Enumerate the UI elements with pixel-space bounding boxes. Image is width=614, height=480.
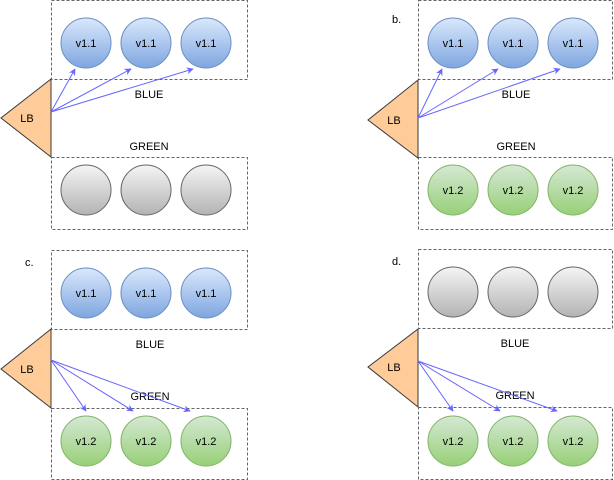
node-version-label: v1.1 (136, 38, 157, 50)
green-env-node-2 (487, 164, 539, 216)
traffic-arrow-2 (50, 68, 132, 113)
node-version-label: v1.1 (136, 288, 157, 300)
green-env-node-3 (180, 164, 232, 216)
traffic-arrow-2 (50, 359, 134, 412)
blue-env-node-3 (547, 266, 599, 318)
load-balancer-shape (0, 77, 52, 159)
blue-env-node-3 (180, 17, 232, 69)
node-version-label: v1.1 (196, 288, 217, 300)
traffic-arrow-3 (417, 360, 558, 413)
blue-environment-label: BLUE (502, 89, 531, 101)
blue-env-node-1 (60, 17, 112, 69)
node-version-label: v1.1 (76, 288, 97, 300)
green-env-node-3 (547, 415, 599, 467)
node-version-label: v1.1 (76, 38, 97, 50)
green-environment-label: GREEN (129, 141, 168, 153)
blue-environment-label: BLUE (136, 339, 165, 351)
load-balancer-label: LB (387, 362, 400, 374)
blue-env-node-2 (487, 17, 539, 69)
blue-env-node-1 (60, 267, 112, 319)
panel-label: c. (25, 257, 34, 269)
node-version-label: v1.1 (503, 38, 524, 50)
blue-environment-box (51, 250, 248, 330)
load-balancer-shape (367, 327, 419, 409)
node-version-label: v1.2 (443, 436, 464, 448)
traffic-arrow-1 (50, 359, 87, 412)
load-balancer-label: LB (20, 113, 33, 125)
node-version-label: v1.2 (136, 436, 157, 448)
traffic-arrow-1 (50, 68, 76, 113)
blue-environment-label: BLUE (501, 338, 530, 350)
green-env-node-3 (180, 415, 232, 467)
panel-label: d. (392, 256, 401, 268)
node-version-label: v1.2 (563, 185, 584, 197)
traffic-arrow-1 (417, 360, 454, 412)
green-env-node-2 (120, 415, 172, 467)
node-version-label: v1.2 (563, 436, 584, 448)
load-balancer-label: LB (20, 364, 33, 376)
load-balancer-label: LB (387, 115, 400, 127)
green-env-node-1 (427, 164, 479, 216)
green-env-node-2 (487, 415, 539, 467)
node-version-label: v1.2 (503, 436, 524, 448)
load-balancer-shape (0, 327, 52, 410)
green-env-node-2 (120, 164, 172, 216)
green-env-node-1 (427, 415, 479, 467)
blue-env-node-2 (120, 17, 172, 69)
green-env-node-1 (60, 164, 112, 216)
blue-environment-box (418, 249, 613, 329)
node-version-label: v1.2 (503, 185, 524, 197)
node-version-label: v1.1 (563, 38, 584, 50)
traffic-arrow-2 (417, 360, 501, 412)
traffic-arrow-3 (50, 359, 191, 413)
traffic-arrow-3 (417, 67, 561, 119)
green-environment-box (418, 157, 613, 230)
blue-env-node-2 (487, 266, 539, 318)
traffic-arrow-2 (417, 68, 499, 119)
blue-env-node-1 (427, 17, 479, 69)
blue-environment-box (418, 0, 613, 80)
load-balancer-shape (367, 78, 419, 160)
blue-env-node-1 (427, 266, 479, 318)
node-version-label: v1.1 (196, 38, 217, 50)
blue-environment-box (51, 0, 248, 80)
green-environment-label: GREEN (496, 141, 535, 153)
blue-env-node-2 (120, 267, 172, 319)
green-env-node-1 (60, 415, 112, 467)
node-version-label: v1.2 (76, 436, 97, 448)
panel-label: b. (392, 14, 401, 26)
node-version-label: v1.2 (443, 185, 464, 197)
green-environment-box (51, 157, 248, 230)
node-version-label: v1.2 (196, 436, 217, 448)
blue-env-node-3 (180, 267, 232, 319)
panel-b: b. v1.1 v1.1 v1.1 v1.2 v1.2 v1.2 BLUE GREEN LB (367, 0, 613, 230)
blue-environment-label: BLUE (135, 89, 164, 101)
traffic-arrow-3 (50, 67, 194, 113)
traffic-arrow-1 (417, 68, 443, 119)
green-env-node-3 (547, 164, 599, 216)
blue-env-node-3 (547, 17, 599, 69)
node-version-label: v1.1 (443, 38, 464, 50)
